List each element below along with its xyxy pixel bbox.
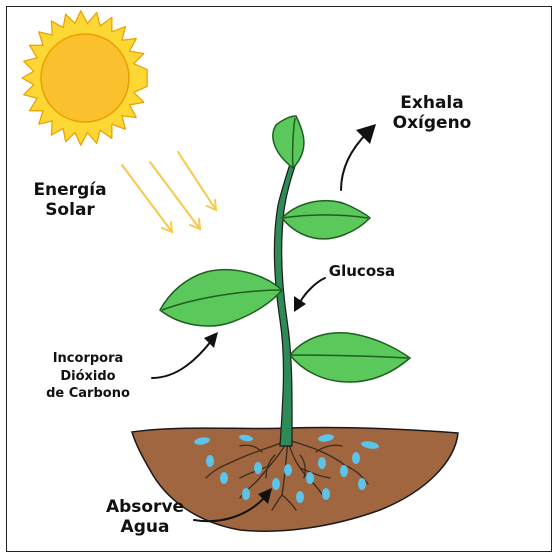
label-co2-line-1: Incorpora (52, 351, 124, 366)
water-drop-icon (352, 452, 360, 464)
leaf-upper-right (280, 199, 372, 240)
sun-icon (21, 10, 148, 146)
label-glucose: Glucosa (328, 262, 396, 280)
water-drop-icon (361, 441, 379, 449)
oxygen-arrow (340, 131, 369, 191)
water-drop-icon (220, 472, 228, 484)
glucose-arrow (299, 277, 326, 303)
label-oxygen-line-1: Exhala (400, 93, 464, 113)
label-oxygen: Exhala Oxígeno (384, 93, 480, 134)
label-water-line-1: Absorve (105, 497, 185, 517)
label-oxygen-line-2: Oxígeno (392, 113, 472, 134)
water-drop-icon (239, 434, 253, 442)
water-drops (194, 434, 379, 503)
water-drop-icon (242, 488, 250, 500)
roots (205, 439, 369, 511)
water-drop-icon (284, 464, 292, 476)
plant-stem (273, 157, 298, 447)
water-drop-icon (254, 462, 262, 474)
leaf-left (159, 269, 284, 327)
label-carbon-dioxide: Incorpora Dióxido de Carbono (38, 350, 138, 403)
label-co2-line-2: Dióxido (60, 368, 116, 384)
leaf-lower-right (289, 332, 412, 383)
label-solar-line-2: Solar (45, 200, 95, 221)
water-drop-icon (322, 488, 330, 500)
water-drop-icon (306, 472, 314, 484)
water-drop-icon (318, 434, 334, 442)
water-drop-icon (194, 437, 210, 445)
water-arrow (193, 495, 267, 523)
leaves (159, 115, 412, 383)
label-solar-energy: Energía Solar (24, 180, 116, 221)
water-drop-icon (318, 457, 326, 469)
water-drop-icon (272, 478, 280, 490)
water-drop-icon (340, 465, 348, 477)
water-drop-icon (358, 478, 366, 490)
label-co2-line-3: de Carbono (46, 386, 130, 402)
co2-arrow (151, 339, 213, 379)
label-water-line-2: Agua (120, 517, 170, 538)
pointer-arrows (151, 124, 376, 523)
sun-core (40, 33, 130, 123)
label-solar-line-1: Energía (33, 180, 107, 200)
water-drop-icon (296, 491, 304, 503)
sunlight-arrows (121, 151, 218, 234)
label-water: Absorve Agua (100, 497, 190, 538)
leaf-top (272, 115, 305, 170)
water-drop-icon (206, 455, 214, 467)
